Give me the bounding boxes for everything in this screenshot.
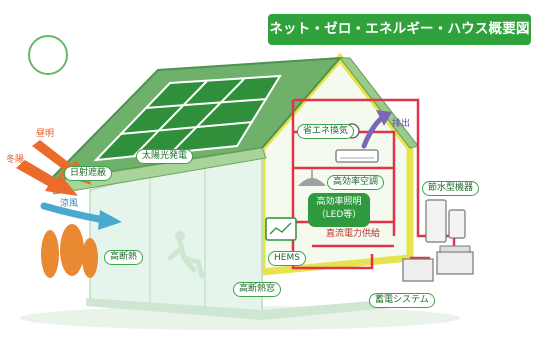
label-ac: 高効率空調 bbox=[327, 175, 385, 190]
air-conditioner-icon bbox=[335, 149, 379, 163]
sun-icon bbox=[28, 35, 68, 75]
breeze-arrow bbox=[40, 202, 108, 224]
label-solar-power: 太陽光発電 bbox=[136, 149, 194, 164]
ceiling-lamp-icon bbox=[298, 168, 326, 186]
label-insulation: 高断熱 bbox=[104, 250, 144, 265]
label-storage-system: 蓄電システム bbox=[369, 293, 435, 308]
label-hems: HEMS bbox=[268, 251, 306, 266]
storage-battery-icon bbox=[402, 245, 474, 282]
led-line-2: （LED等） bbox=[316, 210, 362, 220]
hems-monitor-icon bbox=[265, 217, 297, 241]
label-dc-power: 直流電力供給 bbox=[326, 229, 381, 239]
tree-icon bbox=[41, 224, 98, 278]
label-shade: 日射遮蔽 bbox=[64, 166, 113, 181]
label-exhaust: 排出 bbox=[392, 119, 411, 129]
person-figure bbox=[167, 231, 205, 279]
solar-panel bbox=[93, 74, 282, 162]
label-breeze: 涼風 bbox=[60, 199, 79, 209]
label-high-insulation-windows: 高断熱窓 bbox=[233, 282, 282, 297]
water-heater-icon bbox=[425, 199, 466, 243]
label-water-saving: 節水型機器 bbox=[422, 181, 480, 196]
label-sunlight: 昼明 bbox=[36, 129, 55, 139]
led-line-1: 高効率照明 bbox=[316, 197, 362, 207]
exhaust-arrow bbox=[361, 115, 385, 149]
label-winter-sun: 冬陽 bbox=[6, 155, 25, 165]
diagram-title: ネット・ゼロ・エネルギー・ハウス概要図 bbox=[268, 14, 531, 45]
label-high-eff-ventilation: 省エネ換気 bbox=[297, 124, 355, 139]
label-led-lighting: 高効率照明 （LED等） bbox=[308, 193, 370, 227]
floor-slab bbox=[86, 298, 410, 320]
